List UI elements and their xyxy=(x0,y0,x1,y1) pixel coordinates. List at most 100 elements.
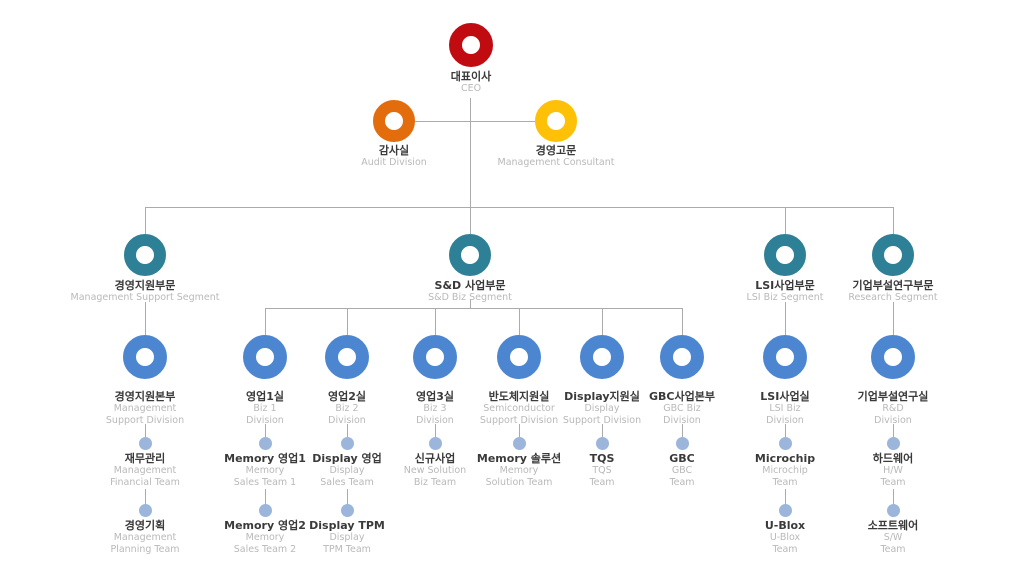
node-division-biz3: 영업3실 Biz 3 Division xyxy=(345,335,525,427)
node-subtitle: Team xyxy=(880,544,906,555)
node-team-new-solution: 신규사업 New Solution Biz Team xyxy=(345,437,525,489)
node-subtitle: Sales Team 2 xyxy=(233,544,297,555)
node-title: 기업부설연구실 xyxy=(857,390,929,403)
node-subtitle: TQS xyxy=(592,465,612,476)
node-subtitle: GBC xyxy=(671,465,693,476)
node-subtitle: U-Blox xyxy=(769,532,801,543)
node-title: Display 영업 xyxy=(312,452,382,465)
node-segment-research: 기업부설연구부문 Research Segment xyxy=(803,234,983,304)
connector-snd-child1 xyxy=(265,308,266,335)
node-subtitle: Support Division xyxy=(105,415,185,426)
consultant-donut-icon xyxy=(535,100,577,142)
node-title: 재무관리 xyxy=(124,452,166,465)
node-subtitle: Biz 2 xyxy=(335,403,359,414)
node-subtitle: Management xyxy=(113,465,177,476)
team-dot-icon xyxy=(886,437,900,450)
node-subtitle: Audit Division xyxy=(361,157,427,168)
node-division-biz2: 영업2실 Biz 2 Division xyxy=(257,335,437,427)
division-donut-icon xyxy=(243,335,287,379)
node-subtitle: Memory xyxy=(245,532,285,543)
node-division-management-support: 경영지원본부 Management Support Division xyxy=(55,335,235,427)
node-title: 영업2실 xyxy=(327,390,366,403)
node-subtitle: Team xyxy=(589,477,615,488)
node-division-display-support: Display지원실 Display Support Division xyxy=(512,335,692,427)
node-subtitle: GBC Biz xyxy=(663,403,701,414)
node-division-semiconductor-support: 반도체지원실 Semiconductor Support Division xyxy=(429,335,609,427)
segment-donut-icon xyxy=(124,234,166,276)
node-subtitle: Biz 1 xyxy=(253,403,277,414)
node-subtitle: Financial Team xyxy=(110,477,180,488)
node-subtitle: Team xyxy=(880,477,906,488)
segment-donut-icon xyxy=(449,234,491,276)
node-team-microchip: Microchip Microchip Team xyxy=(695,437,875,489)
team-dot-icon xyxy=(778,504,792,517)
connector-ceo-vertical xyxy=(470,98,471,234)
connector-stub-segment3 xyxy=(785,207,786,235)
node-subtitle: Semiconductor xyxy=(483,403,555,414)
node-title: 경영지원부문 xyxy=(114,279,176,292)
node-subtitle: Planning Team xyxy=(110,544,180,555)
node-subtitle: Memory xyxy=(499,465,539,476)
ceo-donut-icon xyxy=(449,23,493,67)
node-subtitle: Management Support Segment xyxy=(70,292,220,303)
node-division-rnd: 기업부설연구실 R&D Division xyxy=(803,335,983,427)
node-title: LSI사업실 xyxy=(760,390,810,403)
division-donut-icon xyxy=(871,335,915,379)
division-donut-icon xyxy=(763,335,807,379)
connector-stub-segment1 xyxy=(145,207,146,235)
node-title: LSI사업부문 xyxy=(755,279,815,292)
connector-segment1-division xyxy=(145,302,146,335)
node-title: 하드웨어 xyxy=(872,452,914,465)
division-donut-icon xyxy=(325,335,369,379)
node-subtitle: H/W xyxy=(883,465,903,476)
node-subtitle: Support Division xyxy=(479,415,559,426)
node-subtitle: Sales Team 1 xyxy=(233,477,297,488)
node-subtitle: Management Consultant xyxy=(497,157,615,168)
node-subtitle: Sales Team xyxy=(320,477,374,488)
node-team-memory-sales1: Memory 영업1 Memory Sales Team 1 xyxy=(175,437,355,489)
node-team-memory-sales2: Memory 영업2 Memory Sales Team 2 xyxy=(175,504,355,556)
node-title: S&D 사업부문 xyxy=(434,279,506,292)
node-title: 신규사업 xyxy=(414,452,456,465)
connector-snd-child6 xyxy=(682,308,683,335)
node-division-gbc-biz: GBC사업본부 GBC Biz Division xyxy=(592,335,772,427)
node-title: 기업부설연구부문 xyxy=(852,279,934,292)
node-subtitle: Biz Team xyxy=(413,477,457,488)
node-subtitle: Research Segment xyxy=(848,292,938,303)
node-title: Display지원실 xyxy=(564,390,640,403)
node-subtitle: Support Division xyxy=(562,415,642,426)
connector-stub-segment4 xyxy=(893,207,894,235)
node-segment-snd-biz: S&D 사업부문 S&D Biz Segment xyxy=(380,234,560,304)
connector-division-team-1 xyxy=(145,424,146,437)
node-division-lsi-biz: LSI사업실 LSI Biz Division xyxy=(695,335,875,427)
node-division-biz1: 영업1실 Biz 1 Division xyxy=(175,335,355,427)
connector-snd-child2 xyxy=(347,308,348,335)
node-subtitle: LSI Biz xyxy=(769,403,801,414)
segment-donut-icon xyxy=(872,234,914,276)
node-title: 영업1실 xyxy=(245,390,284,403)
team-dot-icon xyxy=(340,437,354,450)
node-team-ublox: U-Blox U-Blox Team xyxy=(695,504,875,556)
node-management-consultant: 경영고문 Management Consultant xyxy=(466,100,646,169)
node-team-financial: 재무관리 Management Financial Team xyxy=(55,437,235,489)
node-subtitle: Biz 3 xyxy=(423,403,447,414)
team-dot-icon xyxy=(138,437,152,450)
node-subtitle: Division xyxy=(416,415,454,426)
node-subtitle: S&D Biz Segment xyxy=(428,292,512,303)
node-title: GBC xyxy=(669,452,695,465)
node-title: 경영지원본부 xyxy=(114,390,176,403)
node-subtitle: Management xyxy=(113,532,177,543)
connector-snd-horizontal xyxy=(265,308,682,309)
connector-team-row2-8 xyxy=(785,489,786,504)
team-dot-icon xyxy=(258,437,272,450)
node-subtitle: R&D xyxy=(882,403,904,414)
node-subtitle: Division xyxy=(328,415,366,426)
node-team-hardware: 하드웨어 H/W Team xyxy=(803,437,983,489)
node-title: Memory 영업2 xyxy=(224,519,306,532)
connector-snd-child4 xyxy=(519,308,520,335)
node-title: U-Blox xyxy=(764,519,806,532)
team-dot-icon xyxy=(886,504,900,517)
node-audit-division: 감사실 Audit Division xyxy=(304,100,484,169)
connector-division-team-3 xyxy=(347,424,348,437)
